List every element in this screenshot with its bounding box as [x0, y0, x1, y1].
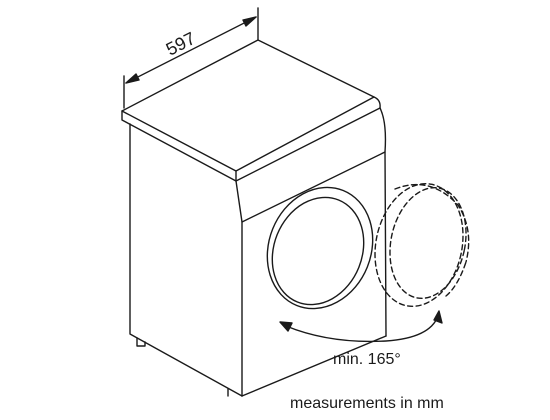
opening-angle-arc — [279, 310, 443, 343]
right-edge — [384, 151, 387, 337]
door-porthole — [266, 186, 374, 310]
open-door-dashed — [374, 182, 470, 308]
open-door-middle — [389, 186, 467, 300]
top-rim-side — [235, 107, 381, 182]
width-label: 597 — [163, 28, 199, 59]
arrowhead-left — [125, 73, 140, 84]
open-door-depth-bottom — [445, 261, 467, 297]
dimension-line — [125, 16, 257, 84]
angle-arrowhead-right — [433, 310, 443, 324]
angle-label: min. 165° — [333, 351, 401, 368]
arrowhead-right — [242, 16, 257, 27]
door-inner-ring — [271, 196, 365, 306]
open-door-outer — [374, 182, 464, 308]
left-face — [129, 123, 243, 397]
front-edge — [235, 180, 243, 397]
foot-left — [136, 337, 146, 347]
measurement-units-caption: measurements in mm — [290, 395, 444, 412]
control-panel — [241, 107, 387, 223]
top-face — [121, 39, 375, 172]
door-outer-ring — [266, 186, 374, 310]
top-rim-corner — [373, 96, 381, 109]
top-rim-front — [121, 110, 237, 182]
bottom-edge — [241, 335, 387, 397]
washer-body — [121, 39, 387, 397]
angle-arc — [285, 315, 439, 343]
width-dimension — [123, 7, 259, 109]
angle-arrowhead-left — [279, 321, 293, 332]
open-door-depth-top — [394, 183, 470, 263]
